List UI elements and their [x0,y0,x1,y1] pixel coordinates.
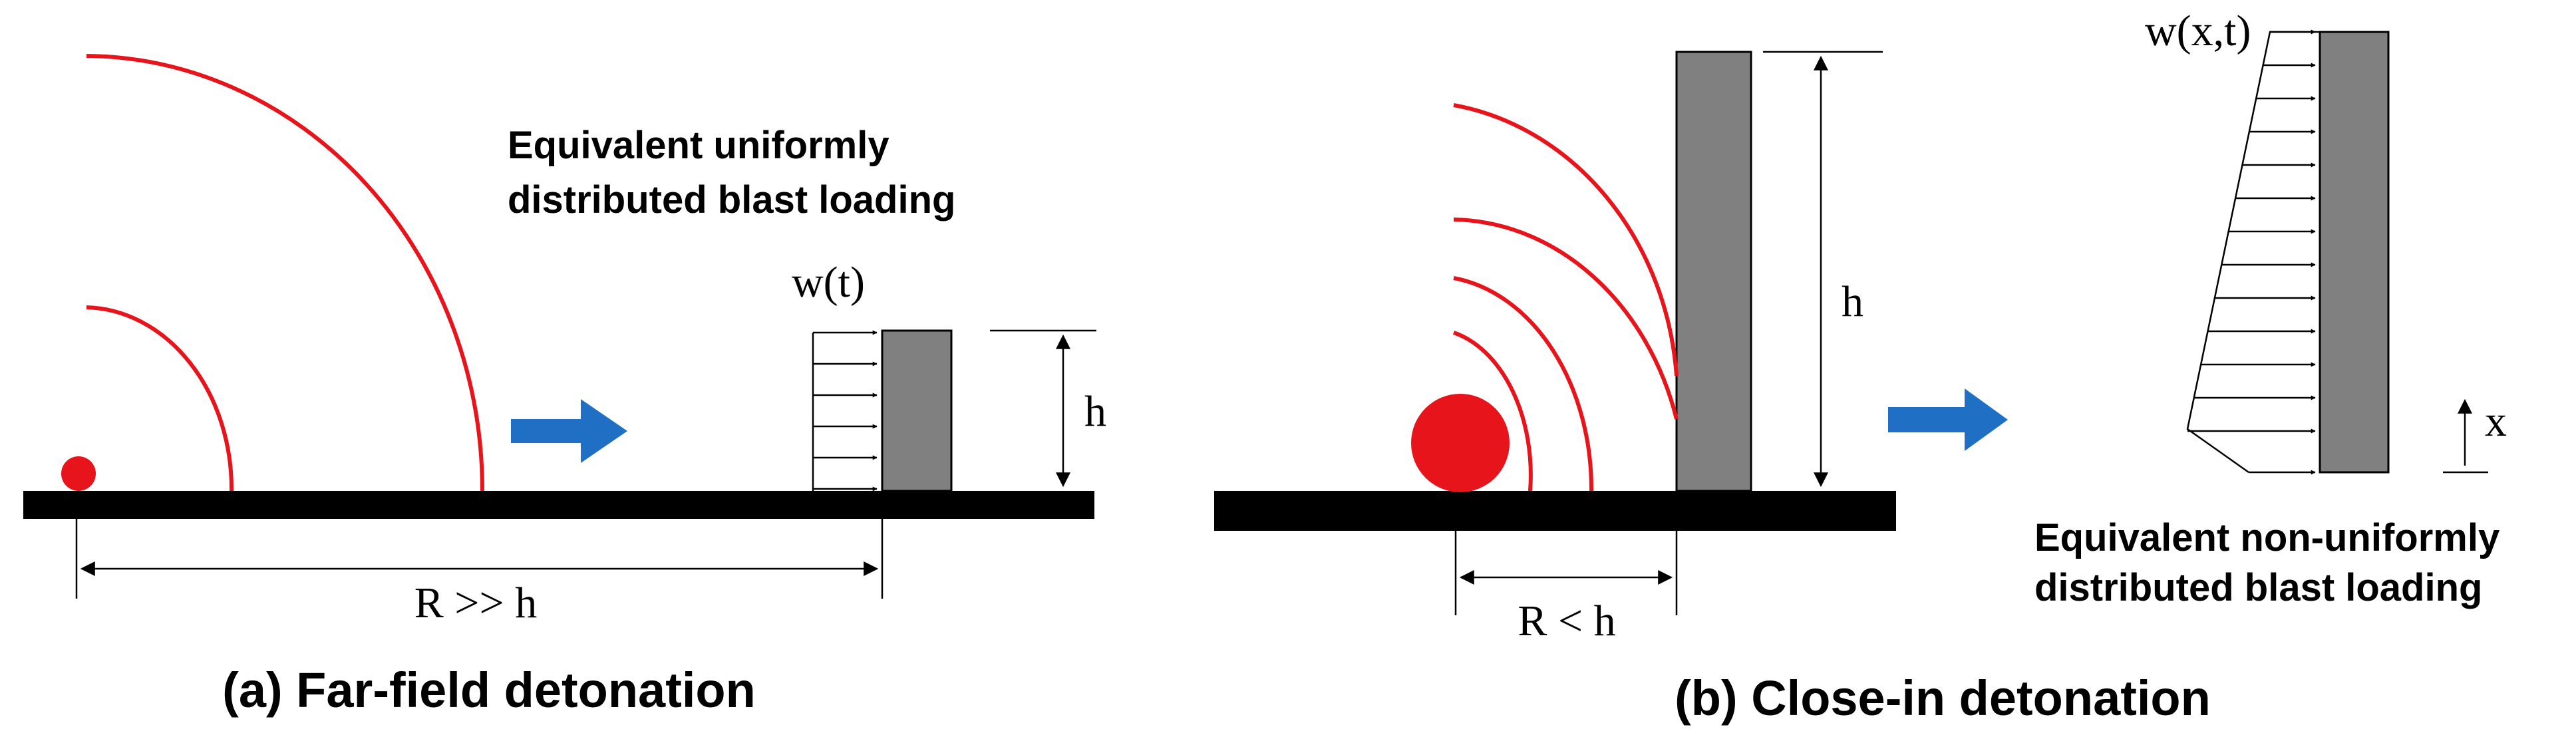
blast-wave-3 [1453,218,1679,420]
note-uniform-line1: Equivalent uniformly [508,124,889,167]
wall-tall [1675,51,1752,492]
uniform-load-arrows [812,330,878,492]
load-label-w-t: w(t) [792,258,865,307]
charge-small [61,456,96,491]
blast-wave-4 [1453,103,1679,376]
distance-dimension-b [1454,531,1678,615]
blast-waves-close [1453,103,1679,492]
ground-b [1214,491,1896,531]
distance-label-a: R >> h [414,579,537,627]
charge-large [1411,394,1510,492]
height-label-a: h [1084,387,1106,436]
panel-far-field: Equivalent uniformly distributed blast l… [23,54,1106,718]
blast-wave-small [86,305,234,492]
caption-a: (a) Far-field detonation [222,663,756,718]
blast-wave-2 [1453,276,1594,492]
load-label-w-x-t: w(x,t) [2145,7,2251,55]
x-axis-indicator [2443,398,2488,474]
transition-arrow-b [1888,388,2008,451]
note-non-uniform-line2: distributed blast loading [2034,566,2482,609]
height-dimension-b [1763,51,1883,488]
note-uniform-line2: distributed blast loading [508,178,955,222]
wall-loaded [2319,31,2390,474]
blast-wave-1 [1453,331,1533,492]
height-dimension-a [990,329,1096,488]
blast-wave-large [86,54,484,492]
x-label: x [2485,397,2507,446]
non-uniform-load-arrows [2186,29,2320,475]
distance-label-b: R < h [1518,597,1615,645]
wall-short [881,329,953,492]
caption-b: (b) Close-in detonation [1675,670,2211,726]
ground-a [23,491,1094,519]
height-label-b: h [1842,277,1863,326]
panel-close-in: h R < h w(x,t) [1214,7,2507,726]
transition-arrow-a [511,399,627,463]
note-non-uniform-line1: Equivalent non-uniformly [2034,516,2499,559]
distance-dimension-a [75,519,884,599]
